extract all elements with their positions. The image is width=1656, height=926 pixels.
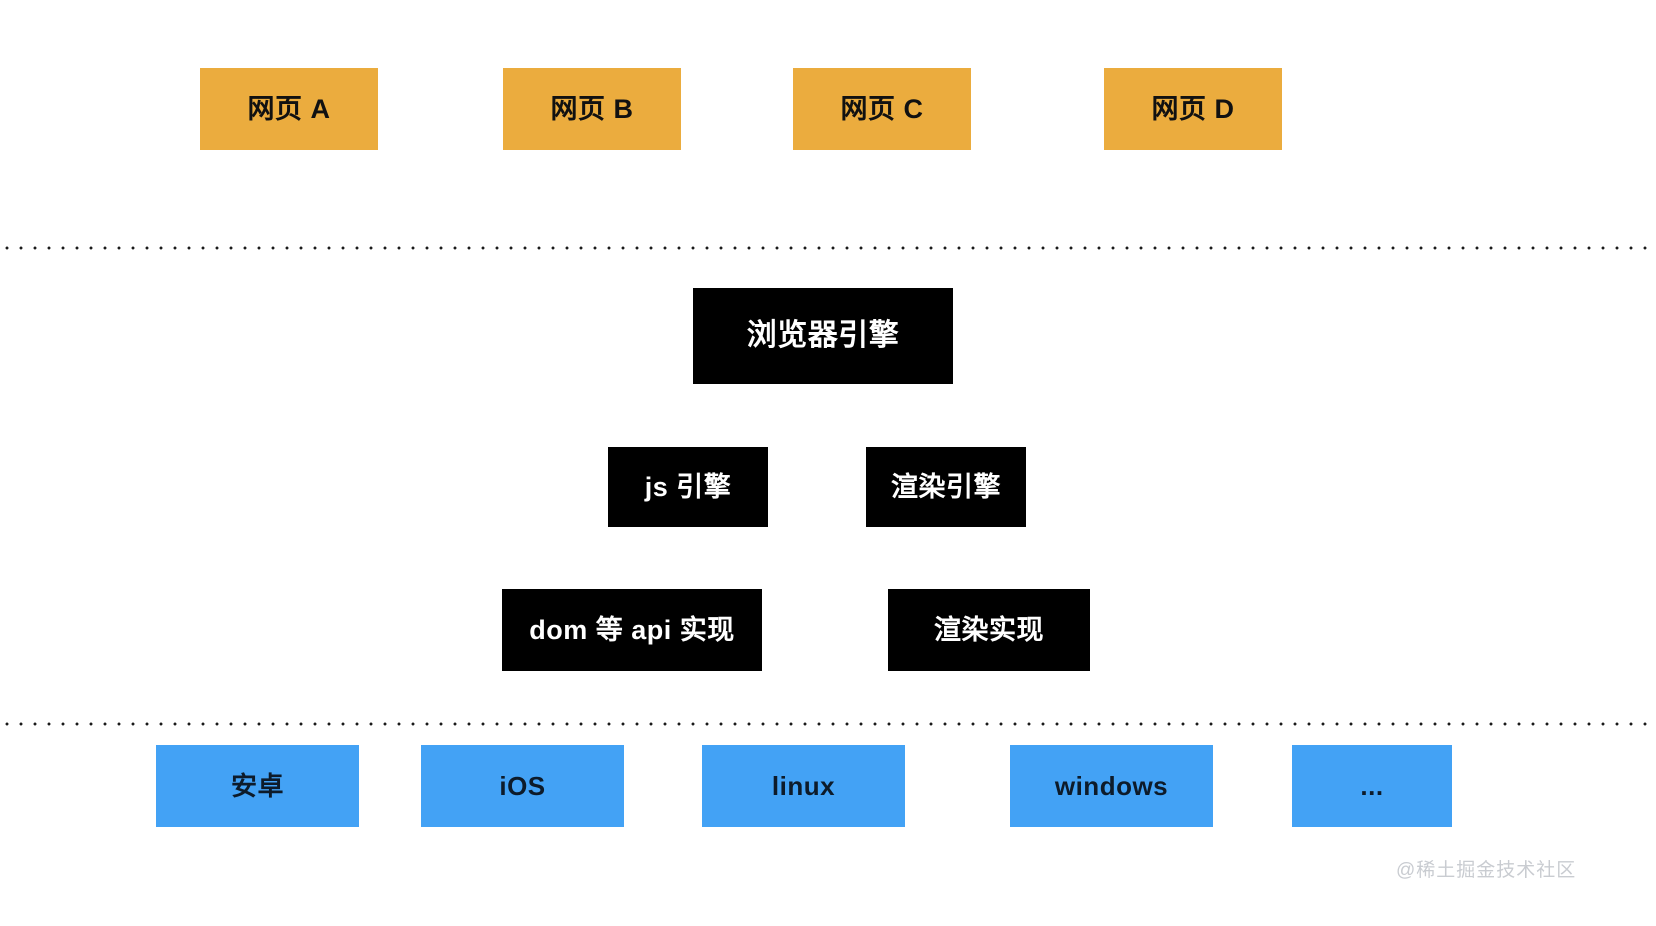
browser-engine-box[interactable]: 浏览器引擎 bbox=[693, 288, 953, 384]
render-impl-box[interactable]: 渲染实现 bbox=[888, 589, 1090, 671]
render-impl-label: 渲染实现 bbox=[934, 614, 1044, 645]
page-box-a[interactable]: 网页 A bbox=[200, 68, 378, 150]
js-engine-label: js 引擎 bbox=[644, 471, 732, 502]
watermark: @稀土掘金技术社区 bbox=[1396, 860, 1577, 881]
dom-api-impl-box[interactable]: dom 等 api 实现 bbox=[502, 589, 762, 671]
render-engine-label: 渲染引擎 bbox=[891, 471, 1001, 502]
os-box-android-label: 安卓 bbox=[230, 771, 284, 801]
divider-engine-os bbox=[0, 722, 1656, 726]
browser-engine-label: 浏览器引擎 bbox=[746, 319, 900, 352]
page-box-b[interactable]: 网页 B bbox=[503, 68, 681, 150]
render-engine-box[interactable]: 渲染引擎 bbox=[866, 447, 1026, 527]
page-box-d-label: 网页 D bbox=[1151, 93, 1235, 124]
os-box-more-label: ... bbox=[1360, 771, 1384, 801]
os-box-android[interactable]: 安卓 bbox=[156, 745, 359, 827]
os-box-windows[interactable]: windows bbox=[1010, 745, 1213, 827]
dom-api-impl-label: dom 等 api 实现 bbox=[529, 614, 735, 645]
divider-pages-engine bbox=[0, 246, 1656, 250]
os-box-ios-label: iOS bbox=[499, 771, 546, 801]
os-box-more[interactable]: ... bbox=[1292, 745, 1452, 827]
os-box-linux-label: linux bbox=[771, 771, 836, 801]
page-box-b-label: 网页 B bbox=[550, 93, 634, 124]
os-box-windows-label: windows bbox=[1054, 771, 1169, 801]
page-box-c-label: 网页 C bbox=[840, 93, 924, 124]
os-box-linux[interactable]: linux bbox=[702, 745, 905, 827]
page-box-c[interactable]: 网页 C bbox=[793, 68, 971, 150]
page-box-d[interactable]: 网页 D bbox=[1104, 68, 1282, 150]
js-engine-box[interactable]: js 引擎 bbox=[608, 447, 768, 527]
os-box-ios[interactable]: iOS bbox=[421, 745, 624, 827]
page-box-a-label: 网页 A bbox=[247, 93, 331, 124]
